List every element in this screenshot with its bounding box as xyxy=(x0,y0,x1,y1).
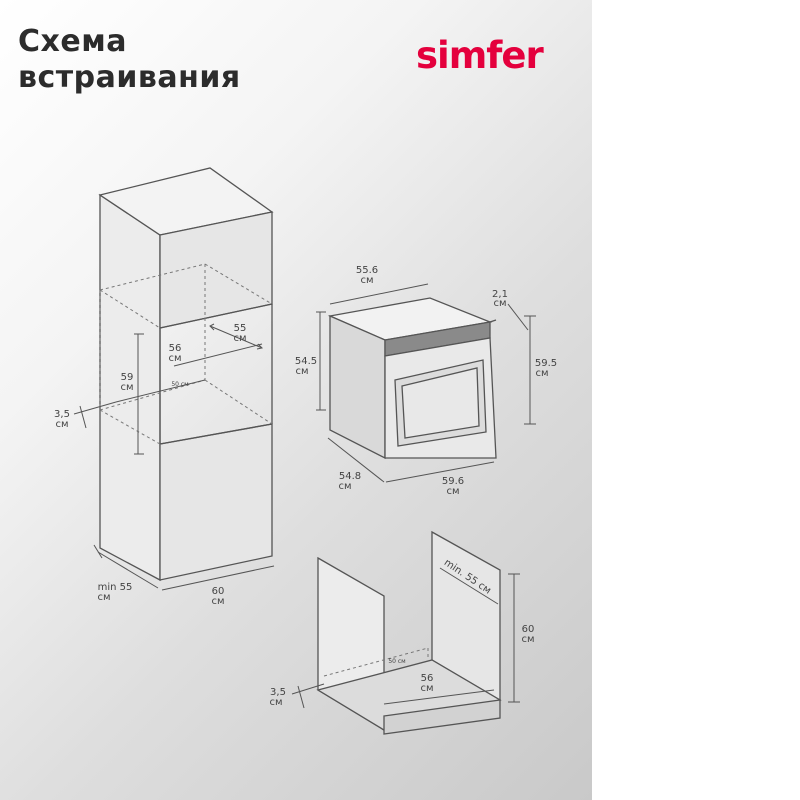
oven-body-height-unit: см xyxy=(295,366,308,377)
oven-front-width-unit: см xyxy=(446,486,459,497)
undercounter-height-dim: 60 см xyxy=(508,573,535,703)
oven-panel-thickness-value: 2,1 xyxy=(492,289,508,300)
oven xyxy=(327,297,497,460)
oven-front-width-value: 59.6 xyxy=(442,476,464,487)
column-gap-value: 3,5 xyxy=(54,409,70,420)
title-line-1: Схема xyxy=(18,24,127,59)
undercounter-height-unit: см xyxy=(521,634,534,645)
oven-depth-unit: см xyxy=(338,481,351,492)
column-small-label: 50 см xyxy=(171,381,188,388)
oven-depth-value: 54.8 xyxy=(339,471,361,482)
column-depth-55-dim: 55 см xyxy=(209,323,264,350)
undercounter-height-value: 60 xyxy=(522,624,535,635)
column-height-value: 59 xyxy=(121,372,134,383)
undercounter-width-value: 56 xyxy=(421,673,434,684)
brand-logo: simfer xyxy=(416,34,544,77)
column-width-56-dim: 56 см xyxy=(168,343,263,367)
column-gap-unit: см xyxy=(55,419,68,430)
oven-top-width-unit: см xyxy=(360,275,373,286)
oven-front-height-value: 59.5 xyxy=(535,358,557,369)
column-height-unit: см xyxy=(120,382,133,393)
column-bottom-depth-unit: см xyxy=(97,592,110,603)
undercounter-width-unit: см xyxy=(420,683,433,694)
title-line-2: встраивания xyxy=(18,60,241,95)
oven-front-height-dim: 59.5 см xyxy=(524,315,557,425)
column-bottom-depth-dim: min 55 см xyxy=(93,544,159,603)
undercounter-width-dim: 56 см xyxy=(383,673,495,705)
column-bottom-depth-value: min 55 xyxy=(98,582,133,593)
undercounter-gap-value: 3,5 xyxy=(270,687,286,698)
oven-body-height-value: 54.5 xyxy=(295,356,317,367)
column-gap-3.5-dim: 3,5 см xyxy=(54,401,117,430)
column-bottom-width-value: 60 xyxy=(212,586,225,597)
oven-front-height-unit: см xyxy=(535,368,548,379)
oven-top-width-value: 55.6 xyxy=(356,265,378,276)
undercounter-gap-dim: 3,5 см xyxy=(269,683,325,709)
undercounter-cabinet xyxy=(316,530,502,735)
page-title: Схема встраивания xyxy=(18,24,241,96)
tall-column-cabinet xyxy=(98,167,274,582)
oven-panel-thickness-unit: см xyxy=(493,298,506,309)
oven-depth-dim: 54.8 см xyxy=(327,437,385,492)
column-50-dim: 50 см xyxy=(115,379,206,403)
undercounter-50-dim: 50 см xyxy=(388,658,405,665)
oven-body-height-dim: 54.5 см xyxy=(295,311,326,411)
column-height-59-dim: 59 см xyxy=(120,333,144,455)
oven-panel-thickness-dim: 2,1 см xyxy=(492,289,529,331)
column-depth-unit: см xyxy=(233,333,246,344)
oven-front-width-dim: 59.6 см xyxy=(385,461,495,497)
undercounter-gap-unit: см xyxy=(269,697,282,708)
column-depth-value: 55 xyxy=(234,323,247,334)
column-bottom-width-dim: 60 см xyxy=(161,565,275,607)
column-bottom-width-unit: см xyxy=(211,596,224,607)
oven-top-width-dim: 55.6 см xyxy=(329,265,429,305)
undercounter-small-label: 50 см xyxy=(388,658,405,665)
column-width-value: 56 xyxy=(169,343,182,354)
column-width-unit: см xyxy=(168,353,181,364)
